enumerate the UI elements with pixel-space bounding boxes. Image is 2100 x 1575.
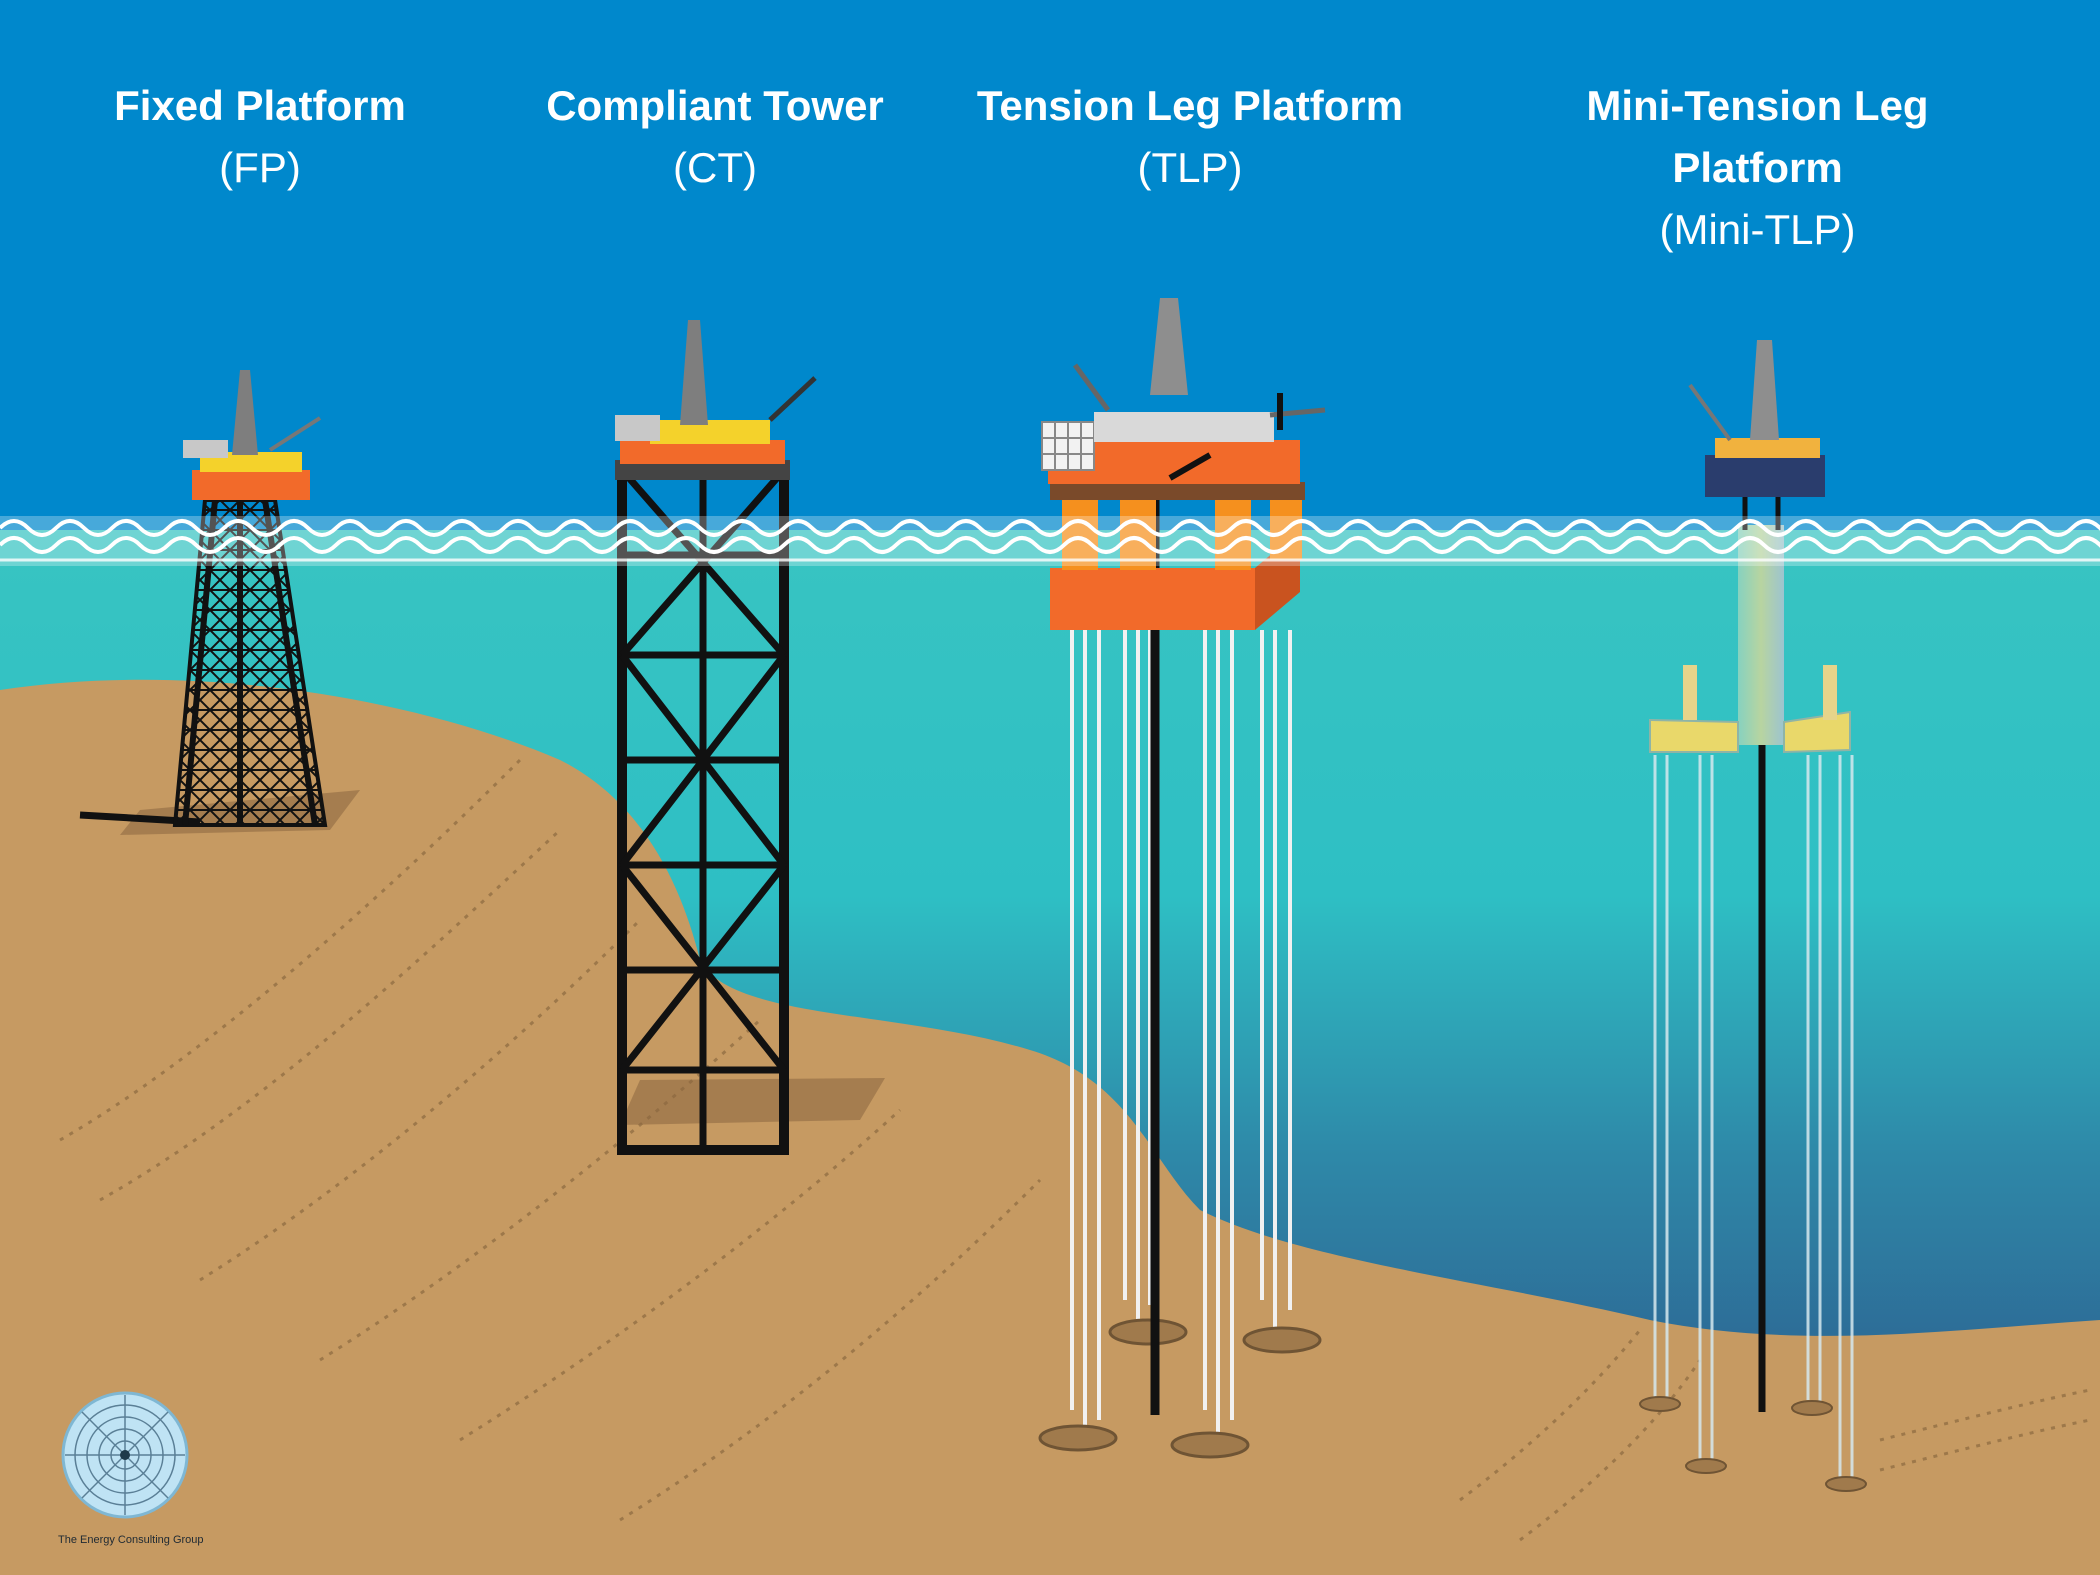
tlp-tendons — [1070, 630, 1292, 1440]
seabed-ripples — [59, 758, 2091, 1542]
platform-name: Tension Leg Platform — [976, 82, 1404, 129]
ct-shadow — [620, 1078, 885, 1125]
platform-name: Fixed Platform — [114, 82, 406, 129]
compliant-tower — [615, 320, 885, 1155]
mini-tension-leg-platform — [1639, 340, 1867, 1492]
platform-abbreviation: (CT) — [673, 144, 757, 191]
platform-name: Compliant Tower — [546, 82, 884, 129]
tlp-deck-girder — [1050, 482, 1305, 500]
fp-jacket-legs — [182, 499, 318, 826]
fp-derrick — [232, 370, 258, 455]
label-mini-tension-leg-platform: Mini-Tension Leg Platform (Mini-TLP) — [1575, 75, 1940, 261]
ct-deck — [650, 420, 770, 444]
platform-name: Mini-Tension Leg Platform — [1586, 82, 1929, 191]
tlp-living-quarters-grid — [1042, 422, 1094, 470]
platform-abbreviation: (TLP) — [1137, 144, 1243, 191]
ct-bracing — [619, 467, 787, 1150]
tlp-derrick — [1150, 298, 1188, 395]
fp-crane — [268, 416, 322, 452]
seabed — [0, 679, 2100, 1575]
mini-tlp-deck — [1715, 438, 1820, 458]
ct-derrick — [680, 320, 708, 425]
mini-tlp-crane — [1688, 383, 1732, 442]
ct-crane — [768, 376, 817, 422]
label-tension-leg-platform: Tension Leg Platform (TLP) — [975, 75, 1405, 199]
sea-surface-waves — [0, 516, 2100, 566]
energy-consulting-group-logo — [61, 1391, 189, 1519]
mini-tlp-column — [1738, 525, 1784, 745]
mini-tlp-derrick — [1750, 340, 1779, 440]
ct-module — [615, 415, 660, 441]
tlp-pontoon — [1050, 568, 1255, 630]
ct-deck-frame — [615, 460, 790, 480]
fixed-platform — [79, 370, 360, 835]
tlp-foundation-templates — [1038, 1318, 1322, 1459]
tension-leg-platform — [1038, 298, 1326, 1459]
fp-module — [183, 440, 228, 458]
mini-tlp-stem — [1742, 497, 1781, 530]
label-fixed-platform: Fixed Platform (FP) — [100, 75, 420, 199]
platform-abbreviation: (Mini-TLP) — [1659, 206, 1856, 253]
platform-abbreviation: (FP) — [219, 144, 301, 191]
label-compliant-tower: Compliant Tower (CT) — [545, 75, 885, 199]
fp-hull — [192, 470, 310, 500]
tlp-upper-deck — [1094, 412, 1274, 442]
mini-tlp-tendons — [1653, 755, 1854, 1485]
mini-tlp-braces — [1683, 665, 1837, 720]
logo-credit-text: The Energy Consulting Group — [58, 1534, 204, 1546]
mini-tlp-anchors — [1639, 1396, 1867, 1492]
mini-tlp-hull — [1705, 455, 1825, 497]
tlp-bridge — [1168, 452, 1212, 481]
